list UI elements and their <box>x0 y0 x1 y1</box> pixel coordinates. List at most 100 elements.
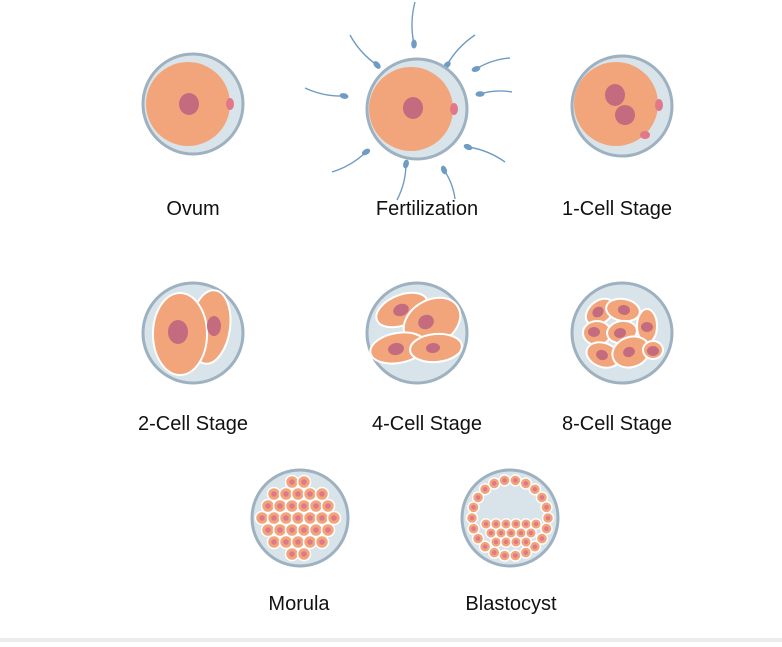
nucleus <box>532 544 538 550</box>
fertilization-illustration <box>304 1 513 201</box>
nucleus <box>289 503 295 509</box>
nucleus <box>523 550 529 555</box>
eight-cell-stage-label: 8-Cell Stage <box>561 413 673 435</box>
sperm-head <box>440 165 448 175</box>
four-cell-stage-illustration <box>365 281 469 385</box>
sperm-tail <box>304 87 345 97</box>
nucleus <box>523 521 529 527</box>
nucleus <box>475 495 481 500</box>
nucleus <box>277 527 283 533</box>
nucleus <box>283 539 289 545</box>
four-cell-stage-label: 4-Cell Stage <box>371 413 483 435</box>
nucleus <box>418 314 434 330</box>
nucleus <box>508 530 514 536</box>
morula-illustration <box>250 468 350 568</box>
nucleus <box>271 515 277 521</box>
sperm-head <box>411 39 417 49</box>
nucleus <box>493 539 499 545</box>
nucleus <box>301 527 307 533</box>
nucleus <box>307 491 313 497</box>
nucleus <box>469 515 475 521</box>
sperm-tail <box>396 163 407 201</box>
nucleus <box>523 481 529 486</box>
nucleus <box>319 515 325 521</box>
one-cell-stage-label: 1-Cell Stage <box>561 198 673 220</box>
nucleus <box>283 491 289 497</box>
nucleus <box>513 478 518 483</box>
nucleus <box>426 342 440 354</box>
nucleus <box>179 93 199 115</box>
nucleus <box>271 539 277 545</box>
nucleus <box>295 491 301 497</box>
nucleus <box>491 550 497 555</box>
nucleus <box>605 84 625 106</box>
sperm-tail <box>475 57 511 70</box>
nucleus <box>533 521 539 527</box>
nucleus <box>289 551 295 557</box>
nucleus <box>532 486 538 492</box>
nucleus <box>539 495 545 500</box>
sperm-head <box>339 93 349 99</box>
nucleus <box>596 349 608 361</box>
sperm-head <box>463 143 473 151</box>
nucleus <box>513 553 518 558</box>
sperm-head <box>373 61 381 69</box>
nucleus <box>307 515 313 521</box>
polar-body <box>450 103 458 115</box>
nucleus <box>503 521 509 527</box>
nucleus <box>623 346 635 358</box>
two-cell-stage-label: 2-Cell Stage <box>137 413 249 435</box>
nucleus <box>403 97 423 119</box>
sperm-tail <box>349 34 378 66</box>
fertilization-label: Fertilization <box>375 198 479 220</box>
ovum-illustration <box>141 52 245 156</box>
nucleus <box>271 491 277 497</box>
polar-body <box>226 98 234 110</box>
nucleus <box>471 526 476 532</box>
nucleus <box>259 515 265 521</box>
polar-body <box>640 131 650 139</box>
nucleus <box>283 515 289 521</box>
nucleus <box>482 486 488 492</box>
nucleus <box>313 503 319 509</box>
sperm-tail <box>443 169 456 200</box>
nucleus <box>518 530 524 536</box>
sperm-tail <box>479 90 513 95</box>
nucleus <box>588 327 600 337</box>
nucleus <box>325 527 331 533</box>
two-cell-stage-illustration <box>141 281 245 385</box>
nucleus <box>545 515 551 521</box>
nucleus <box>471 504 476 510</box>
sperm-head <box>475 91 485 97</box>
nucleus <box>614 327 626 339</box>
one-cell-stage-illustration <box>570 54 674 158</box>
bottom-divider <box>0 638 782 642</box>
nucleus <box>307 539 313 545</box>
eight-cell-stage-illustration <box>570 281 674 385</box>
nucleus <box>503 539 509 545</box>
nucleus <box>641 322 653 332</box>
nucleus <box>513 521 519 527</box>
sperm-head <box>403 159 409 169</box>
blastocyst-label: Blastocyst <box>465 593 557 615</box>
nucleus <box>544 526 549 532</box>
nucleus <box>295 515 301 521</box>
nucleus <box>388 342 404 356</box>
nucleus <box>592 306 604 318</box>
nucleus <box>319 539 325 545</box>
nucleus <box>539 536 545 541</box>
nucleus <box>615 105 635 125</box>
sperm-tail <box>467 146 506 163</box>
nucleus <box>491 481 497 486</box>
nucleus <box>325 503 331 509</box>
nucleus <box>265 527 271 533</box>
nucleus <box>289 527 295 533</box>
nucleus <box>289 479 295 485</box>
nucleus <box>544 504 549 510</box>
nucleus <box>265 503 271 509</box>
nucleus <box>331 515 337 521</box>
nucleus <box>502 478 507 483</box>
nucleus <box>301 551 307 557</box>
